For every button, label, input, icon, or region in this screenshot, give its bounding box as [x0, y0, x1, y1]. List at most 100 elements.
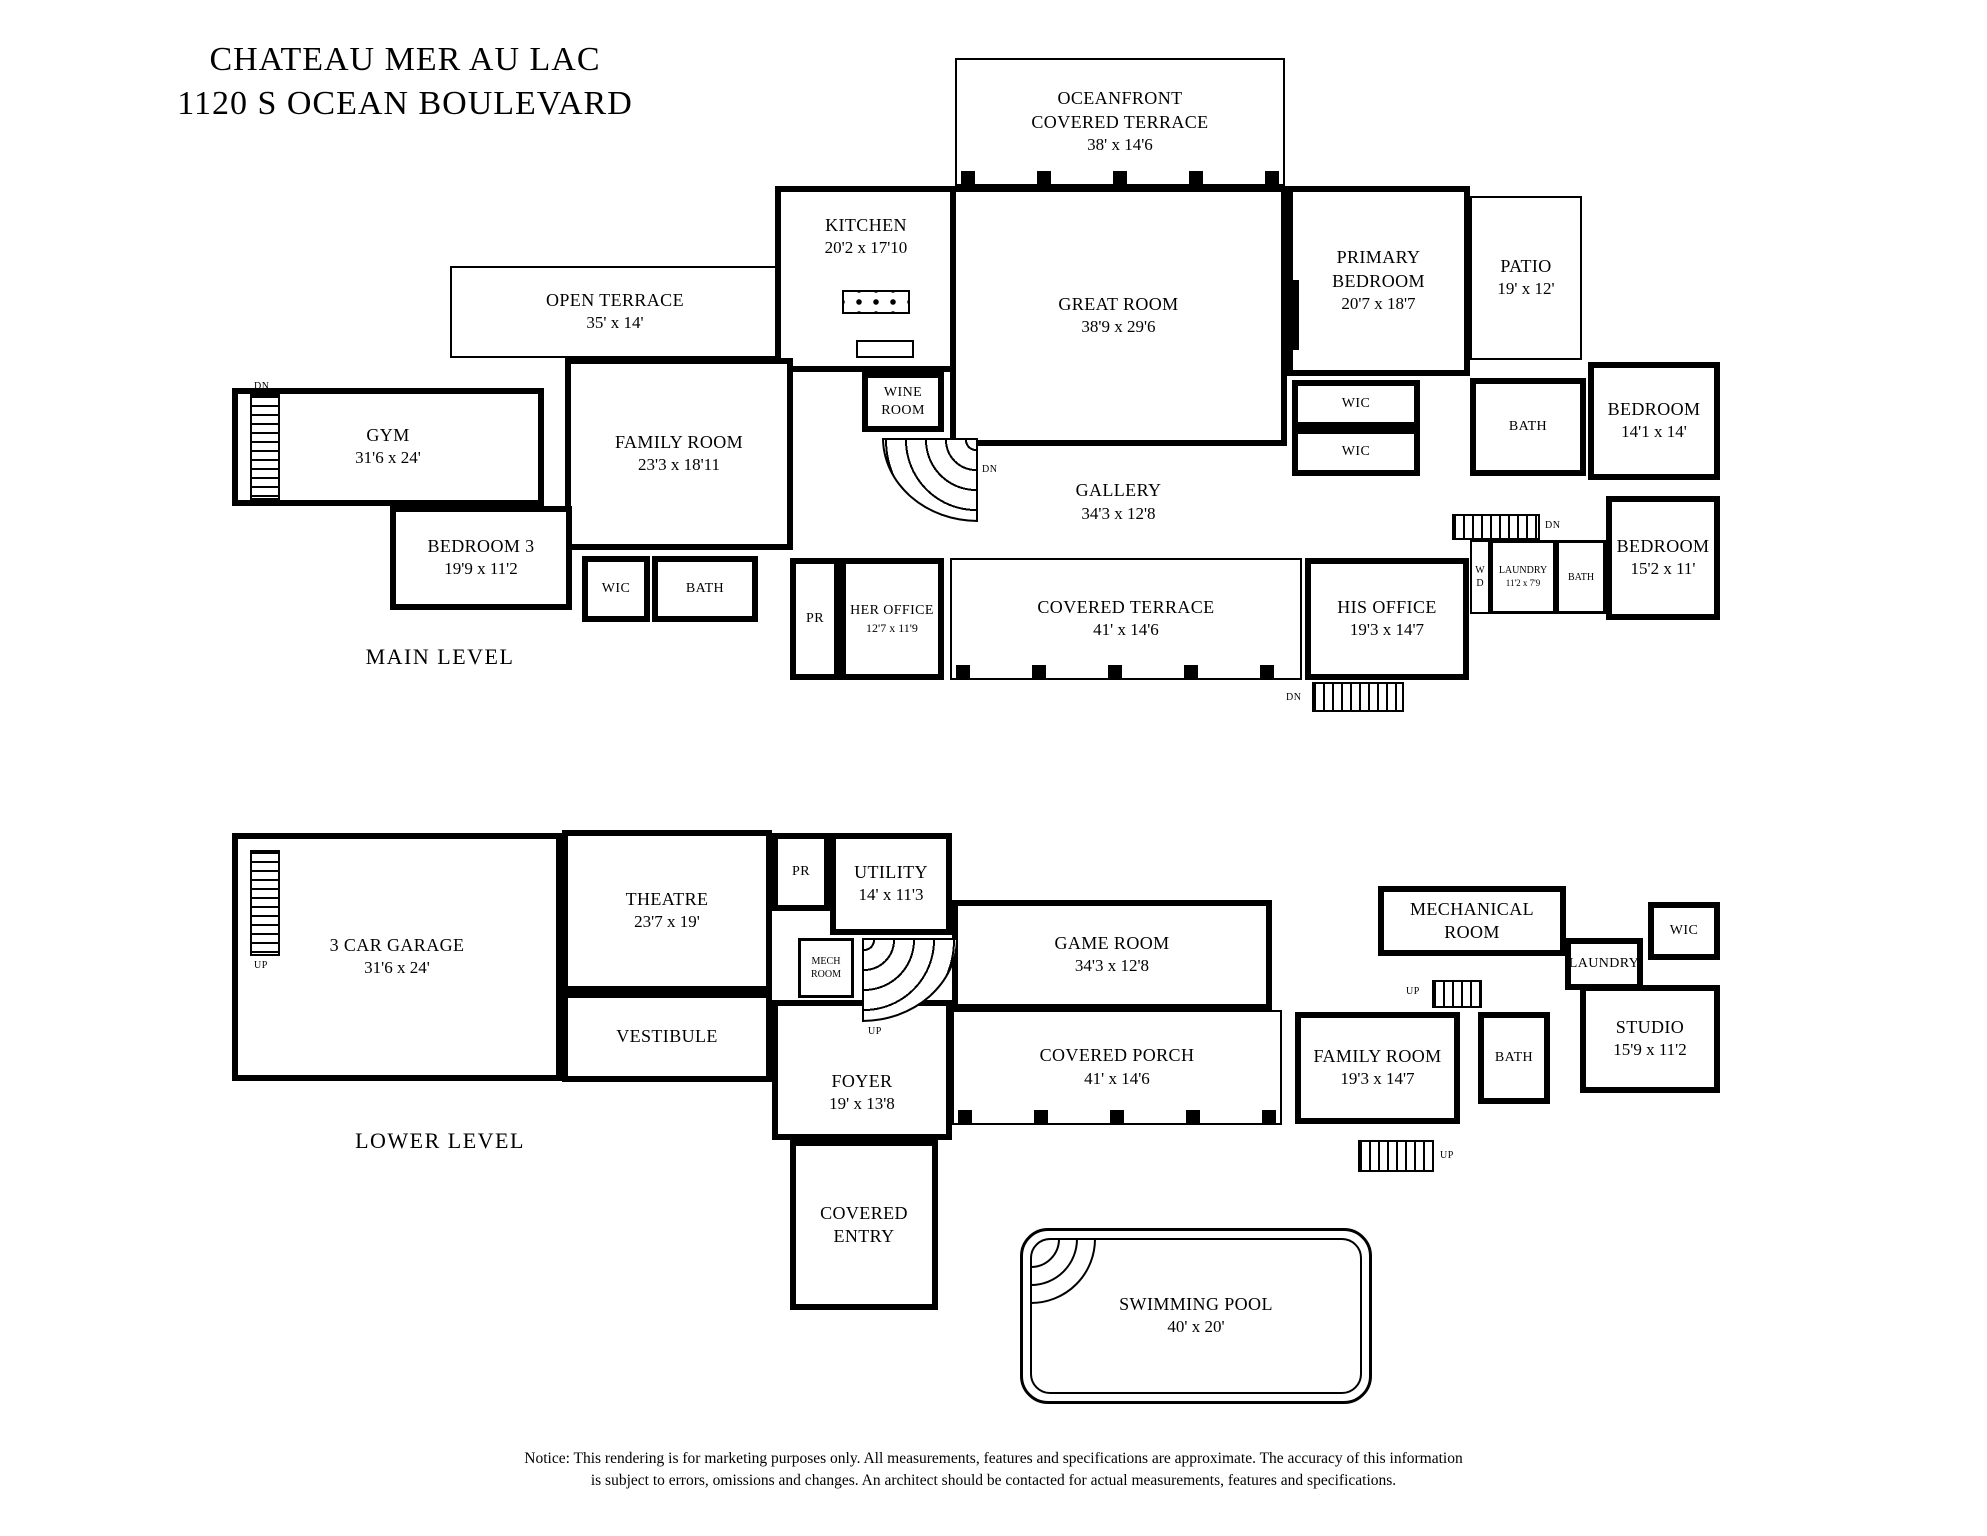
kitchen-island — [842, 290, 910, 314]
stair-direction-label: DN — [254, 381, 270, 392]
staircase-lower-family — [1432, 980, 1482, 1008]
main-level-label: MAIN LEVEL — [365, 644, 515, 669]
room-label: GYM — [366, 424, 410, 445]
room-powder-lower: PR — [772, 833, 830, 911]
room-covered-porch: COVERED PORCH 41' x 14'6 — [952, 1010, 1282, 1125]
room-dims: 20'2 x 17'10 — [824, 238, 908, 258]
staircase-lower-bottom — [1358, 1140, 1434, 1172]
room-label: BEDROOM 3 — [427, 535, 535, 556]
room-mech-room: MECH ROOM — [798, 938, 854, 998]
room-label: WIC — [601, 580, 631, 596]
room-label: BEDROOM — [1616, 535, 1710, 556]
room-label: WIC — [1341, 443, 1371, 459]
column-row — [956, 665, 1296, 678]
room-label: COVERED TERRACE — [1037, 596, 1215, 617]
swimming-pool: SWIMMING POOL 40' x 20' — [1020, 1228, 1372, 1404]
spiral-staircase-main — [882, 438, 978, 522]
stair-direction-label: UP — [1440, 1150, 1454, 1161]
room-label: BATH — [1494, 1049, 1534, 1065]
room-label: COVERED ENTRY — [820, 1202, 908, 1246]
room-wic-primary-b: WIC — [1292, 428, 1420, 476]
room-label: W D — [1475, 565, 1485, 589]
room-wine-room: WINE ROOM — [862, 372, 944, 432]
room-label: MECHANICAL ROOM — [1410, 898, 1534, 942]
room-game-room: GAME ROOM 34'3 x 12'8 — [952, 900, 1272, 1010]
kitchen-counter — [856, 340, 914, 358]
room-oceanfront-terrace: OCEANFRONT COVERED TERRACE 38' x 14'6 — [955, 58, 1285, 186]
room-dims: 34'3 x 12'8 — [1081, 503, 1156, 523]
room-dims: 35' x 14' — [586, 313, 644, 333]
room-label: LAUNDRY — [1498, 565, 1548, 577]
room-dims: 38' x 14'6 — [1087, 134, 1153, 154]
room-label: VESTIBULE — [616, 1026, 718, 1047]
room-primary-bedroom: PRIMARY BEDROOM 20'7 x 18'7 — [1287, 186, 1470, 376]
room-label: BEDROOM — [1607, 398, 1701, 419]
room-bedroom4: BEDROOM 15'2 x 11' — [1606, 496, 1720, 620]
pool-steps-arcs — [1031, 1239, 1096, 1304]
room-dims: 20'7 x 18'7 — [1341, 293, 1416, 313]
room-studio: STUDIO 15'9 x 11'2 — [1580, 985, 1720, 1093]
room-bedroom3: BEDROOM 3 19'9 x 11'2 — [390, 506, 572, 610]
disclaimer-line2: is subject to errors, omissions and chan… — [590, 1472, 1397, 1490]
room-great-room: GREAT ROOM 38'9 x 29'6 — [950, 186, 1287, 446]
room-label: PR — [792, 863, 810, 879]
room-dims: 23'7 x 19' — [634, 912, 700, 932]
room-label: SWIMMING POOL — [1119, 1293, 1273, 1314]
room-label: PRIMARY BEDROOM — [1332, 247, 1425, 291]
room-label: GAME ROOM — [1054, 932, 1170, 953]
room-washer-dryer: W D — [1470, 540, 1490, 614]
property-name: CHATEAU MER AU LAC — [209, 41, 601, 78]
room-label: HER OFFICE — [850, 602, 934, 618]
stair-direction-label: UP — [254, 960, 268, 971]
stair-direction-label: DN — [982, 464, 998, 475]
room-label: OPEN TERRACE — [546, 289, 684, 310]
room-label: STUDIO — [1615, 1016, 1685, 1037]
room-family-room-lower: FAMILY ROOM 19'3 x 14'7 — [1295, 1012, 1460, 1124]
room-dims: 19' x 12' — [1497, 279, 1555, 299]
room-garage: 3 CAR GARAGE 31'6 x 24' — [232, 833, 562, 1081]
room-label: GALLERY — [1075, 480, 1162, 501]
room-utility: UTILITY 14' x 11'3 — [830, 833, 952, 935]
room-dims: 14' x 11'3 — [858, 885, 924, 905]
room-bedroom2: BEDROOM 14'1 x 14' — [1588, 362, 1720, 480]
room-label: HIS OFFICE — [1337, 596, 1437, 617]
room-label: BATH — [685, 580, 725, 596]
room-dims: 41' x 14'6 — [1084, 1068, 1150, 1088]
room-laundry-lower: LAUNDRY — [1565, 938, 1643, 990]
room-dims: 19'3 x 14'7 — [1349, 620, 1425, 640]
room-wic-bedroom3: WIC — [582, 556, 650, 622]
stair-direction-label: DN — [1286, 692, 1302, 703]
stair-direction-label: UP — [1406, 986, 1420, 997]
room-bath-guest: BATH — [1556, 540, 1606, 614]
staircase-main-bottom — [1312, 682, 1404, 712]
staircase-lower-left — [250, 850, 280, 956]
room-label: UTILITY — [854, 861, 928, 882]
column-row — [961, 171, 1279, 184]
room-dims: 15'9 x 11'2 — [1613, 1040, 1687, 1060]
room-label: PR — [806, 610, 824, 626]
room-label: FAMILY ROOM — [614, 431, 744, 452]
disclaimer-line1: Notice: This rendering is for marketing … — [524, 1450, 1463, 1467]
room-dims: 41' x 14'6 — [1093, 620, 1159, 640]
room-dims: 34'3 x 12'8 — [1074, 956, 1150, 976]
room-laundry-main: LAUNDRY 11'2 x 7'9 — [1490, 540, 1556, 614]
room-dims: 19'3 x 14'7 — [1340, 1069, 1415, 1089]
stair-direction-label: UP — [868, 1026, 882, 1037]
stair-direction-label: DN — [1545, 520, 1561, 531]
room-vestibule: VESTIBULE — [562, 992, 772, 1082]
room-bath-primary: BATH — [1470, 378, 1586, 476]
room-label: BATH — [1567, 571, 1595, 583]
property-address: 1120 S OCEAN BOULEVARD — [177, 85, 633, 123]
lower-level-label: LOWER LEVEL — [355, 1128, 525, 1153]
room-dims: 38'9 x 29'6 — [1081, 317, 1156, 337]
disclaimer: Notice: This rendering is for marketing … — [0, 1448, 1987, 1493]
room-her-office: HER OFFICE 12'7 x 11'9 — [840, 558, 944, 680]
room-label: FAMILY ROOM — [1313, 1045, 1442, 1066]
room-covered-terrace-main: COVERED TERRACE 41' x 14'6 — [950, 558, 1302, 680]
plan-title: CHATEAU MER AU LAC 1120 S OCEAN BOULEVAR… — [150, 38, 660, 126]
room-dims: 31'6 x 24' — [355, 448, 421, 468]
room-dims: 12'7 x 11'9 — [866, 621, 918, 635]
room-label: LAUNDRY — [1568, 955, 1640, 971]
room-bath-hall: BATH — [652, 556, 758, 622]
